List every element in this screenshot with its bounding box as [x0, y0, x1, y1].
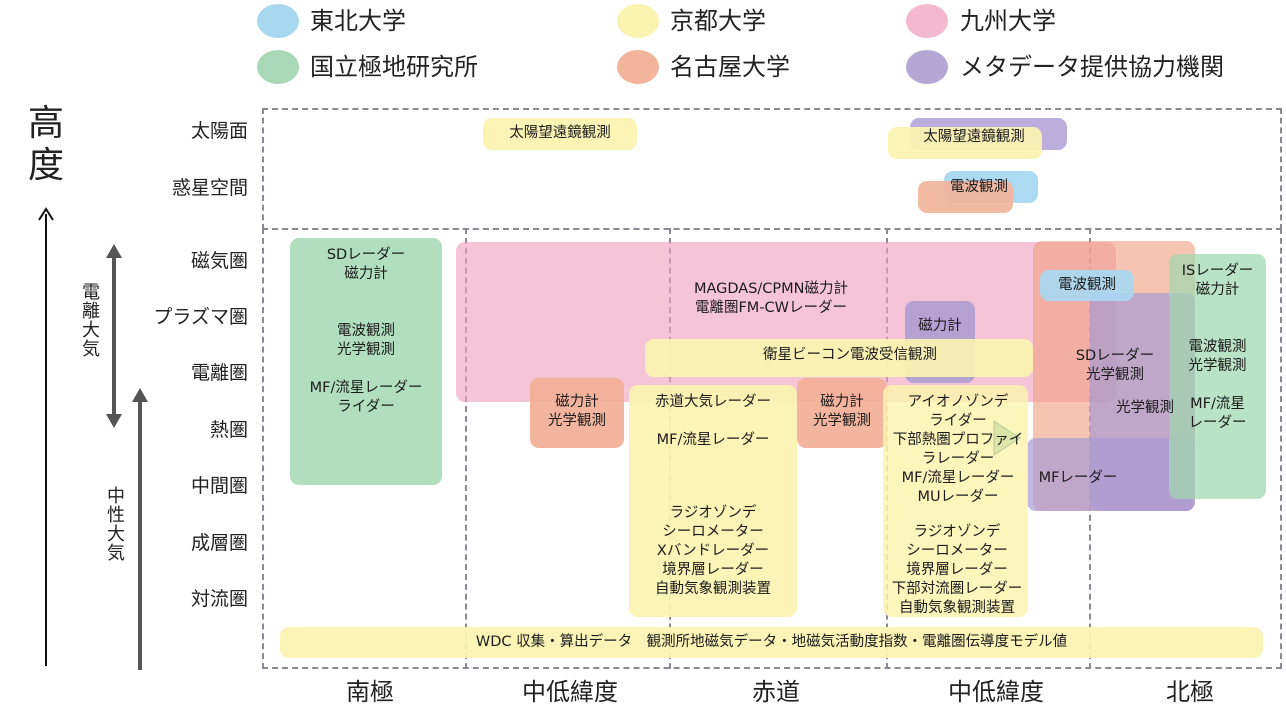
row-label-stratosphere: 成層圏: [190, 532, 248, 554]
wdc-label: WDC 収集・算出データ 観測所地磁気データ・地磁気活動度指数・電離圏伝導度モデ…: [475, 634, 1068, 650]
legend-swatch-kyoto: [617, 4, 659, 38]
column-label-south-pole: 南極: [346, 678, 394, 706]
column-divider: [465, 228, 467, 669]
radio-north-label: 電波観測: [1058, 277, 1116, 293]
kyoto-solar-box-left: [483, 118, 637, 150]
ionized-range-arrow-icon: [106, 244, 122, 428]
nagoya-radio-box: [918, 181, 1013, 213]
nagoya-mid-left-box: [530, 378, 624, 448]
legend-label-kyushu: 九州大学: [960, 7, 1056, 35]
nagoya-mid-right-box: [797, 378, 887, 448]
mid-right-upper-label: アイオノゾンデ ライダー 下部熱圏プロファイ ラレーダー MF/流星レーダー M…: [892, 394, 1024, 505]
kyushu-label: MAGDAS/CPMN磁力計 電離圏FM-CWレーダー: [693, 281, 849, 316]
kyoto-wdc-box: [280, 627, 1263, 658]
mf-meta-label: MFレーダー: [1038, 470, 1118, 486]
legend-label-kyoto: 京都大学: [670, 7, 766, 35]
kyoto-equator-box: [629, 385, 797, 617]
nagoya-mid-left-label: 磁力計 光学観測: [548, 394, 606, 429]
row-label-troposphere: 対流圏: [190, 588, 248, 610]
meta-mf-radar-box: [1027, 438, 1194, 511]
altitude-arrow-icon: [38, 207, 54, 666]
altitude-label-1: 高: [28, 103, 65, 144]
column-label-north-pole: 北極: [1166, 678, 1214, 706]
nipr-north-label: ISレーダー 磁力計 電波観測 光学観測 MF/流星 レーダー: [1181, 263, 1254, 431]
nagoya-mid-right-label: 磁力計 光学観測: [813, 394, 871, 429]
legend-swatch-nipr: [257, 50, 299, 84]
nipr-south-label: SDレーダー 磁力計 電波観測 光学観測 MF/流星レーダー ライダー: [309, 247, 423, 415]
space-region-frame: [262, 108, 1282, 230]
row-label-magnetosphere: 磁気圏: [190, 250, 248, 272]
column-label-equator: 赤道: [752, 678, 800, 706]
kyoto-solar-box-right: [888, 127, 1042, 159]
column-label-mid-low-latitude-west: 中低緯度: [522, 678, 618, 706]
tohoku-radio-north-box: [1040, 270, 1134, 301]
legend-swatch-nagoya: [617, 50, 659, 84]
kyoto-beacon-box: [645, 339, 1033, 377]
nipr-north-box: [1169, 254, 1266, 499]
row-label-plasmasphere: プラズマ圏: [153, 306, 248, 328]
row-label-solar-surface: 太陽面: [190, 120, 248, 142]
kyoto-mid-right-box: [883, 385, 1028, 617]
row-label-interplanetary: 惑星空間: [171, 177, 248, 199]
altitude-label-2: 度: [28, 145, 65, 186]
column-label-mid-low-latitude-east: 中低緯度: [948, 678, 1044, 706]
beacon-label: 衛星ビーコン電波受信観測: [763, 347, 937, 363]
legend-label-nagoya: 名古屋大学: [670, 53, 790, 81]
nipr-south-box: [290, 238, 442, 485]
legend-swatch-kyushu: [906, 4, 948, 38]
legend-label-tohoku: 東北大学: [310, 7, 406, 35]
radio-observation-label: 電波観測: [950, 179, 1008, 195]
solar-observation-label-right: 太陽望遠鏡観測: [923, 129, 1025, 145]
legend-swatch-tohoku: [257, 4, 299, 38]
mid-right-lower-label: ラジオゾンデ シーロメーター 境界層レーダー 下部対流圏レーダー 自動気象観測装…: [891, 524, 1023, 616]
ionized-atmosphere-label: 電離大気: [79, 282, 100, 358]
legend-label-nipr: 国立極地研究所: [310, 53, 478, 81]
atmosphere-region-frame: [262, 228, 1282, 669]
row-label-mesosphere: 中間圏: [190, 475, 248, 497]
equator-upper-label: 赤道大気レーダー MF/流星レーダー: [655, 394, 771, 448]
sd-north-label: SDレーダー 光学観測: [1075, 348, 1155, 383]
neutral-atmosphere-label: 中性大気: [104, 486, 125, 562]
legend-swatch-metadata: [906, 50, 948, 84]
row-label-thermosphere: 熱圏: [209, 419, 248, 441]
row-label-ionosphere: 電離圏: [190, 362, 248, 384]
solar-observation-label-left: 太陽望遠鏡観測: [509, 125, 611, 141]
optical-meta-label: 光学観測: [1116, 400, 1174, 416]
meta-magnetometer-label: 磁力計: [918, 318, 962, 334]
play-arrow-icon: [993, 420, 1021, 456]
equator-lower-label: ラジオゾンデ シーロメーター Xバンドレーダー 境界層レーダー 自動気象観測装置: [655, 505, 771, 597]
legend-label-metadata: メタデータ提供協力機関: [960, 53, 1224, 81]
neutral-range-arrow-icon: [132, 388, 148, 670]
